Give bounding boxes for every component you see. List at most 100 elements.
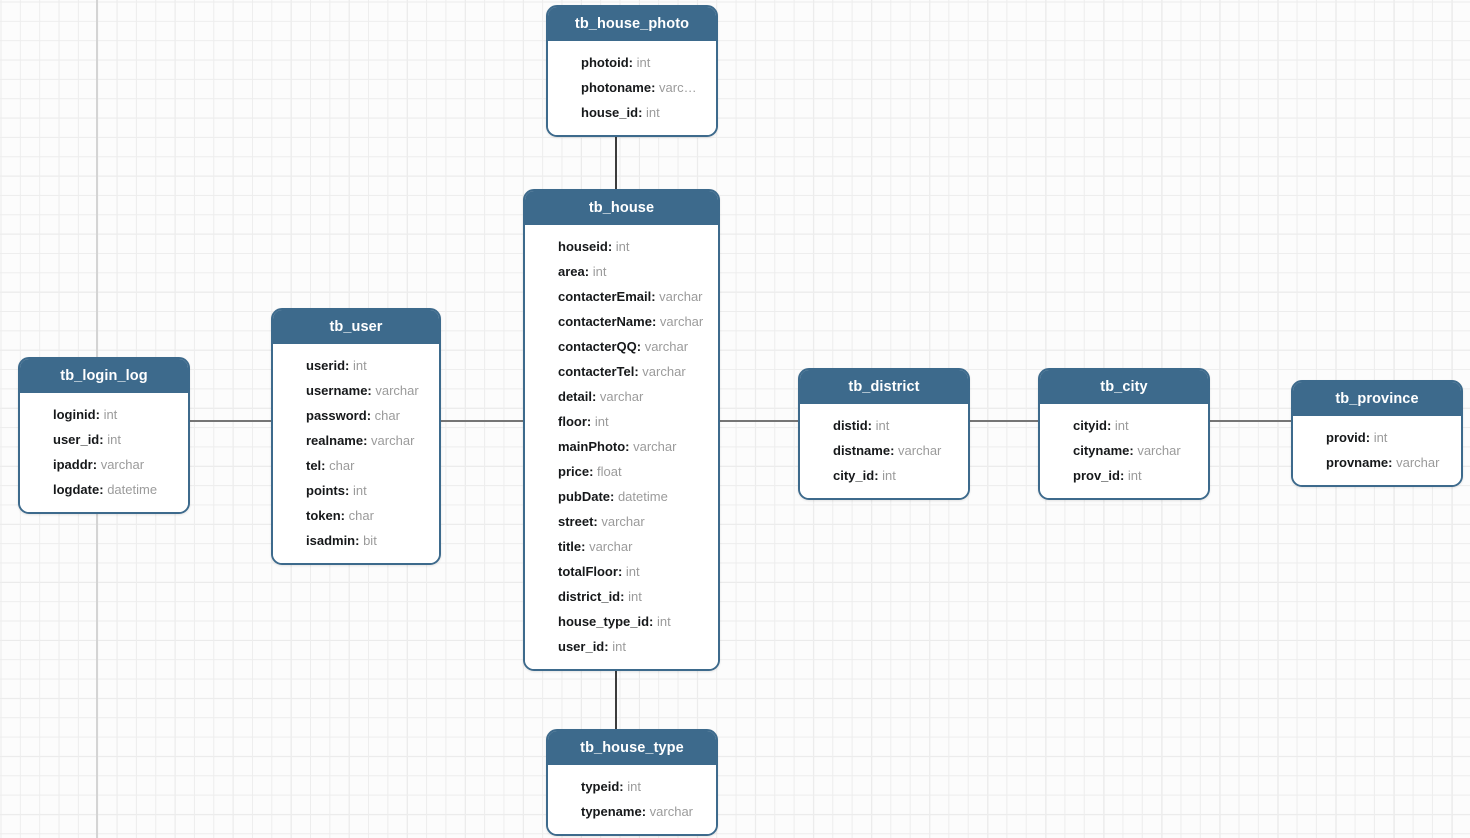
field-separator: :: [1129, 443, 1138, 458]
field-row[interactable]: detail: varchar: [525, 384, 718, 409]
field-type: int: [1127, 468, 1142, 483]
field-name: pubDate: [558, 489, 610, 504]
field-row[interactable]: ipaddr: varchar: [20, 452, 188, 477]
field-row[interactable]: provid: int: [1293, 425, 1461, 450]
field-row[interactable]: logdate: datetime: [20, 477, 188, 502]
field-separator: :: [641, 804, 650, 819]
field-type: datetime: [617, 489, 668, 504]
field-row[interactable]: mainPhoto: varchar: [525, 434, 718, 459]
field-separator: :: [593, 514, 602, 529]
connector-user-to-house[interactable]: [440, 420, 524, 422]
field-row[interactable]: provname: varchar: [1293, 450, 1461, 475]
field-row[interactable]: isadmin: bit: [273, 528, 439, 553]
field-separator: :: [1106, 418, 1115, 433]
field-row[interactable]: cityname: varchar: [1040, 438, 1208, 463]
table-title-tb_house: tb_house: [525, 191, 718, 225]
field-row[interactable]: floor: int: [525, 409, 718, 434]
field-type: varchar: [1396, 455, 1440, 470]
field-row[interactable]: tel: char: [273, 453, 439, 478]
field-row[interactable]: price: float: [525, 459, 718, 484]
field-row[interactable]: distname: varchar: [800, 438, 968, 463]
field-name: username: [306, 383, 368, 398]
field-row[interactable]: cityid: int: [1040, 413, 1208, 438]
field-type: int: [656, 614, 671, 629]
connector-house-to-house_type[interactable]: [615, 665, 617, 730]
field-row[interactable]: houseid: int: [525, 234, 718, 259]
field-type: varchar: [898, 443, 942, 458]
field-type: int: [103, 407, 118, 422]
field-separator: :: [99, 432, 108, 447]
field-row[interactable]: pubDate: datetime: [525, 484, 718, 509]
field-type: varc…: [659, 80, 697, 95]
field-row[interactable]: street: varchar: [525, 509, 718, 534]
field-row[interactable]: loginid: int: [20, 402, 188, 427]
table-title-tb_house_photo: tb_house_photo: [548, 7, 716, 41]
field-type: bit: [363, 533, 377, 548]
connector-district-to-city[interactable]: [969, 420, 1039, 422]
field-separator: :: [1119, 468, 1128, 483]
table-title-tb_province: tb_province: [1293, 382, 1461, 416]
field-separator: :: [95, 407, 104, 422]
field-row[interactable]: user_id: int: [20, 427, 188, 452]
field-row[interactable]: points: int: [273, 478, 439, 503]
field-name: contacterEmail: [558, 289, 652, 304]
field-row[interactable]: token: char: [273, 503, 439, 528]
connector-house_photo-to-house[interactable]: [615, 130, 617, 190]
field-name: detail: [558, 389, 592, 404]
field-row[interactable]: title: varchar: [525, 534, 718, 559]
field-row[interactable]: contacterQQ: varchar: [525, 334, 718, 359]
field-row[interactable]: contacterEmail: varchar: [525, 284, 718, 309]
field-separator: :: [619, 779, 628, 794]
field-type: int: [594, 414, 609, 429]
field-separator: :: [589, 464, 598, 479]
field-separator: :: [1388, 455, 1397, 470]
connector-login_log-to-user[interactable]: [189, 420, 272, 422]
field-name: user_id: [53, 432, 100, 447]
connector-city-to-province[interactable]: [1209, 420, 1292, 422]
field-row[interactable]: photoid: int: [548, 50, 716, 75]
field-name: floor: [558, 414, 587, 429]
field-row[interactable]: photoname: varc…: [548, 75, 716, 100]
field-type: int: [352, 358, 367, 373]
field-row[interactable]: house_id: int: [548, 100, 716, 125]
field-row[interactable]: district_id: int: [525, 584, 718, 609]
field-row[interactable]: user_id: int: [525, 634, 718, 659]
field-row[interactable]: password: char: [273, 403, 439, 428]
field-name: price: [558, 464, 590, 479]
field-separator: :: [366, 408, 375, 423]
field-row[interactable]: realname: varchar: [273, 428, 439, 453]
field-row[interactable]: totalFloor: int: [525, 559, 718, 584]
field-row[interactable]: prov_id: int: [1040, 463, 1208, 488]
field-row[interactable]: contacterName: varchar: [525, 309, 718, 334]
field-row[interactable]: distid: int: [800, 413, 968, 438]
field-separator: :: [581, 539, 590, 554]
field-type: int: [646, 105, 660, 120]
field-type: int: [628, 589, 642, 604]
field-row[interactable]: house_type_id: int: [525, 609, 718, 634]
field-type: varchar: [601, 514, 645, 529]
field-separator: :: [617, 564, 626, 579]
field-row[interactable]: city_id: int: [800, 463, 968, 488]
field-row[interactable]: typename: varchar: [548, 799, 716, 824]
field-row[interactable]: contacterTel: varchar: [525, 359, 718, 384]
field-row[interactable]: userid: int: [273, 353, 439, 378]
connector-house-to-district[interactable]: [719, 420, 799, 422]
field-separator: :: [1365, 430, 1374, 445]
field-type: varchar: [633, 439, 677, 454]
field-row[interactable]: username: varchar: [273, 378, 439, 403]
field-separator: :: [591, 389, 600, 404]
field-row[interactable]: area: int: [525, 259, 718, 284]
field-row[interactable]: typeid: int: [548, 774, 716, 799]
field-type: int: [612, 639, 626, 654]
